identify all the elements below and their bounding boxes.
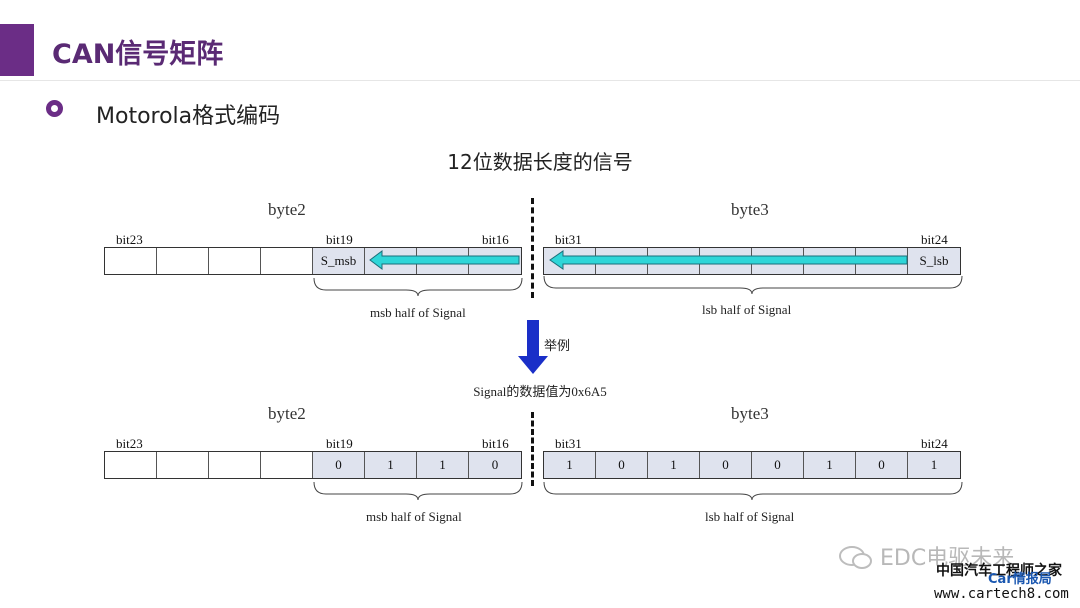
lsb-half-label-bottom: lsb half of Signal (705, 509, 795, 524)
byte3-label-bottom: byte3 (731, 404, 769, 423)
bullet-circle-icon (46, 100, 63, 117)
watermark-account: EDC电驱未来 (880, 546, 1015, 571)
signal-bit-cell: 1 (648, 452, 700, 478)
bullet-text: Motorola格式编码 (96, 104, 281, 129)
signal-bit-cell (469, 248, 521, 274)
signal-bit-cell (417, 248, 469, 274)
title-divider (0, 80, 1080, 81)
bit31-label-top: bit31 (555, 232, 582, 247)
byte3-register-top: S_lsb (543, 247, 961, 275)
signal-bit-cell (856, 248, 908, 274)
signal-bit-cell: 1 (417, 452, 469, 478)
msb-half-label-bottom: msb half of Signal (366, 509, 462, 524)
bit-cell (157, 248, 209, 274)
s-msb-cell: S_msb (313, 248, 365, 274)
byte2-register-top: S_msb (104, 247, 522, 275)
signal-bit-cell (544, 248, 596, 274)
diagram-subtitle: 12位数据长度的信号 (447, 150, 633, 174)
msb-half-label-top: msb half of Signal (370, 305, 466, 320)
title-accent-bar (0, 24, 34, 76)
bit-cell (261, 248, 313, 274)
bit-cell (209, 452, 261, 478)
watermark-site-url: www.cartech8.com (934, 586, 1069, 602)
bit24-label-top: bit24 (921, 232, 948, 247)
signal-bit-cell: 0 (313, 452, 365, 478)
signal-value-text: Signal的数据值为0x6A5 (473, 384, 607, 399)
bit16-label-top: bit16 (482, 232, 509, 247)
signal-bit-cell: 1 (544, 452, 596, 478)
signal-bit-cell: 0 (469, 452, 521, 478)
byte3-register-bottom: 1 0 1 0 0 1 0 1 (543, 451, 961, 479)
signal-bit-cell (700, 248, 752, 274)
bit23-label-bottom: bit23 (116, 436, 143, 451)
signal-bit-cell (648, 248, 700, 274)
byte2-label-bottom: byte2 (268, 404, 306, 423)
signal-bit-cell (596, 248, 648, 274)
bit-cell (261, 452, 313, 478)
s-lsb-cell: S_lsb (908, 248, 960, 274)
signal-bit-cell (365, 248, 417, 274)
watermark-site-car: Car情报局 (988, 572, 1052, 587)
signal-bit-cell: 0 (700, 452, 752, 478)
bit16-label-bottom: bit16 (482, 436, 509, 451)
signal-bit-cell: 0 (596, 452, 648, 478)
bit24-label-bottom: bit24 (921, 436, 948, 451)
lsb-half-label-top: lsb half of Signal (702, 302, 792, 317)
bit19-label-top: bit19 (326, 232, 353, 247)
byte2-label-top: byte2 (268, 200, 306, 219)
bit19-label-bottom: bit19 (326, 436, 353, 451)
signal-bit-cell: 1 (365, 452, 417, 478)
signal-bit-cell: 1 (804, 452, 856, 478)
signal-bit-cell: 0 (752, 452, 804, 478)
bit-cell (157, 452, 209, 478)
wechat-icon (839, 546, 872, 569)
byte-divider-top (531, 198, 534, 298)
bit-cell (209, 248, 261, 274)
slide-title: CAN信号矩阵 (52, 39, 224, 70)
signal-bit-cell: 0 (856, 452, 908, 478)
lsb-brace-bottom (543, 481, 963, 501)
signal-bit-cell: 1 (908, 452, 960, 478)
byte3-label-top: byte3 (731, 200, 769, 219)
bit31-label-bottom: bit31 (555, 436, 582, 451)
signal-bit-cell (804, 248, 856, 274)
watermark-site-cn: 中国汽车工程师之家 (936, 563, 1062, 579)
byte-divider-bottom (531, 412, 534, 486)
bit-cell (105, 248, 157, 274)
signal-bit-cell (752, 248, 804, 274)
msb-brace-bottom (313, 481, 523, 501)
bit23-label-top: bit23 (116, 232, 143, 247)
msb-brace-top (313, 277, 523, 297)
example-label: 举例 (544, 339, 571, 354)
bit-cell (105, 452, 157, 478)
lsb-brace-top (543, 275, 963, 295)
byte2-register-bottom: 0 1 1 0 (104, 451, 522, 479)
